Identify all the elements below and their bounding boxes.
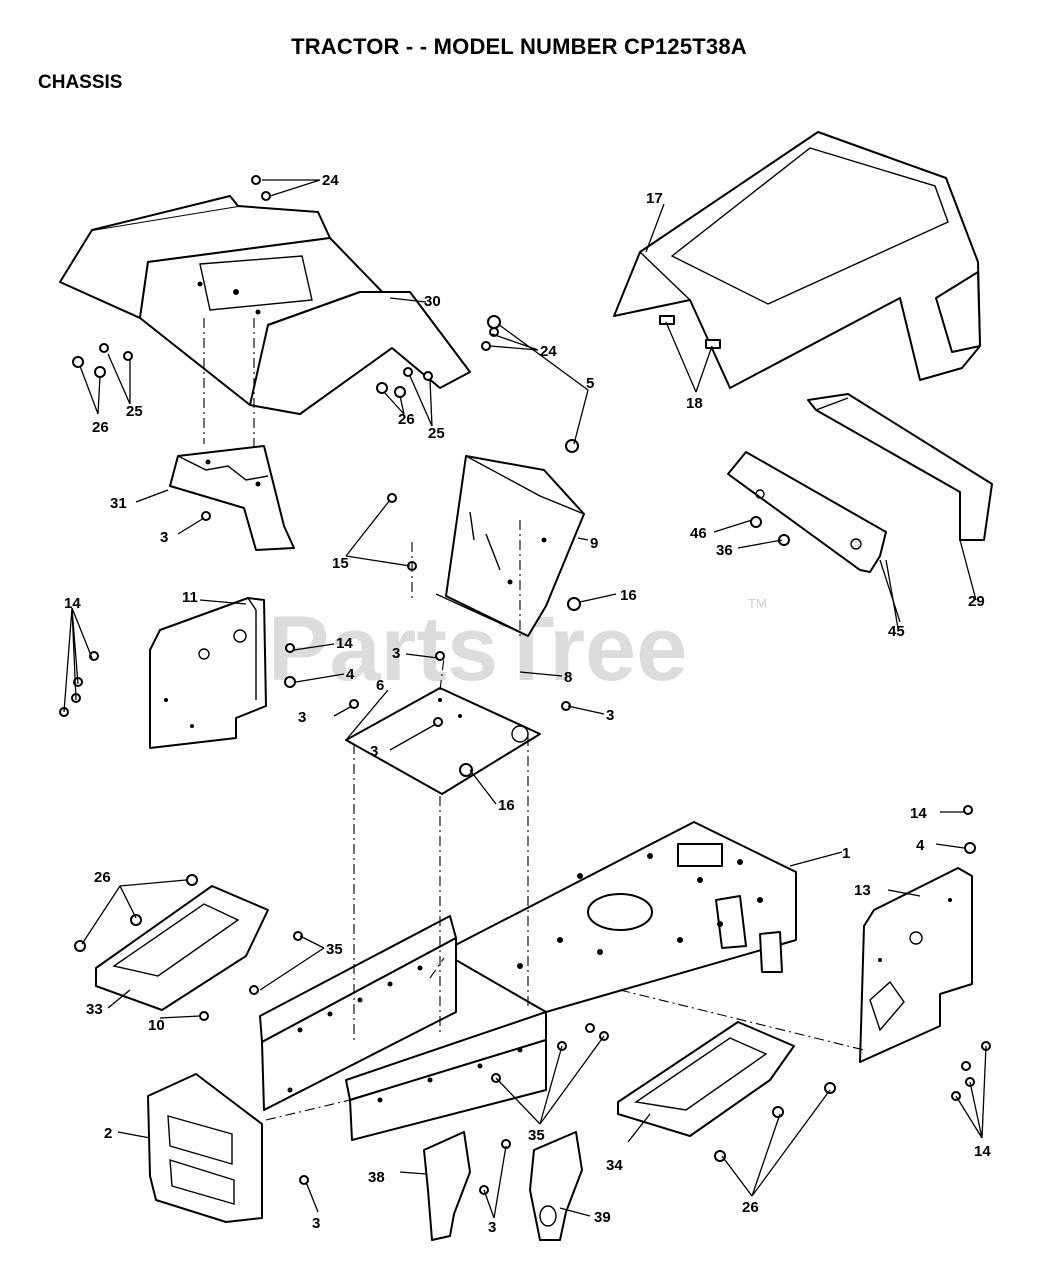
callout-45: 45 — [888, 623, 905, 640]
part-33-left-footrest[interactable] — [95, 885, 269, 1011]
callout-3: 3 — [606, 707, 614, 724]
watermark: PartsTree — [268, 598, 687, 700]
part-13-right-panel[interactable] — [859, 867, 973, 1063]
callout-3: 3 — [312, 1215, 320, 1232]
callout-14: 14 — [64, 595, 81, 612]
callout-24: 24 — [540, 343, 557, 360]
callout-25: 25 — [126, 403, 143, 420]
part-11-left-panel[interactable] — [149, 597, 267, 749]
part-1-frame[interactable] — [259, 821, 797, 1141]
callout-46: 46 — [690, 525, 707, 542]
callout-2: 2 — [104, 1125, 112, 1142]
callouts: 24 17 30 24 5 18 25 26 25 26 31 3 9 46 3… — [64, 172, 991, 1236]
callout-29: 29 — [968, 593, 985, 610]
part-9-plate[interactable] — [435, 455, 585, 637]
hardware-fasteners — [59, 175, 991, 1195]
part-6-floor-plate[interactable] — [345, 687, 541, 795]
callout-15: 15 — [332, 555, 349, 572]
callout-26: 26 — [94, 869, 111, 886]
callout-35: 35 — [528, 1127, 545, 1144]
part-34-right-footrest[interactable] — [617, 1021, 795, 1137]
callout-3: 3 — [370, 743, 378, 760]
callout-34: 34 — [606, 1157, 623, 1174]
callout-33: 33 — [86, 1001, 103, 1018]
callout-11: 11 — [182, 589, 198, 606]
callout-3: 3 — [488, 1219, 496, 1236]
part-45-bracket[interactable] — [727, 451, 887, 573]
callout-5: 5 — [586, 375, 594, 392]
assembly-lines — [203, 318, 865, 1121]
callout-6: 6 — [376, 677, 384, 694]
callout-14: 14 — [910, 805, 927, 822]
part-30-dash-panel[interactable] — [59, 195, 471, 415]
callout-14: 14 — [336, 635, 353, 652]
callout-26: 26 — [398, 411, 415, 428]
callout-8: 8 — [564, 669, 572, 686]
part-17-hood[interactable] — [613, 131, 981, 389]
callout-26: 26 — [92, 419, 109, 436]
callout-10: 10 — [148, 1017, 165, 1034]
callout-36: 36 — [716, 542, 733, 559]
part-39-bracket[interactable] — [529, 1131, 583, 1241]
part-38-bracket[interactable] — [423, 1131, 471, 1241]
callout-9: 9 — [590, 535, 598, 552]
callout-3: 3 — [160, 529, 168, 546]
watermark-trademark: TM — [748, 596, 767, 611]
callout-18: 18 — [686, 395, 703, 412]
callout-13: 13 — [854, 882, 871, 899]
section-title: CHASSIS — [38, 72, 123, 93]
callout-1: 1 — [842, 845, 850, 862]
callout-25: 25 — [428, 425, 445, 442]
part-2-front-bracket[interactable] — [147, 1073, 263, 1223]
callout-38: 38 — [368, 1169, 385, 1186]
part-29-grille[interactable] — [807, 393, 993, 541]
callout-14: 14 — [974, 1143, 991, 1160]
callout-39: 39 — [594, 1209, 611, 1226]
callout-3: 3 — [298, 709, 306, 726]
callout-16: 16 — [498, 797, 515, 814]
callout-31: 31 — [110, 495, 127, 512]
callout-26: 26 — [742, 1199, 759, 1216]
leader-lines — [63, 179, 987, 1219]
page-title: TRACTOR - - MODEL NUMBER CP125T38A — [291, 34, 747, 59]
callout-16: 16 — [620, 587, 637, 604]
callout-35: 35 — [326, 941, 343, 958]
callout-24: 24 — [322, 172, 339, 189]
callout-30: 30 — [424, 293, 441, 310]
callout-4: 4 — [346, 666, 355, 683]
callout-3: 3 — [392, 645, 400, 662]
part-31-support-bracket[interactable] — [169, 445, 295, 551]
callout-17: 17 — [646, 190, 663, 207]
callout-4: 4 — [916, 837, 925, 854]
